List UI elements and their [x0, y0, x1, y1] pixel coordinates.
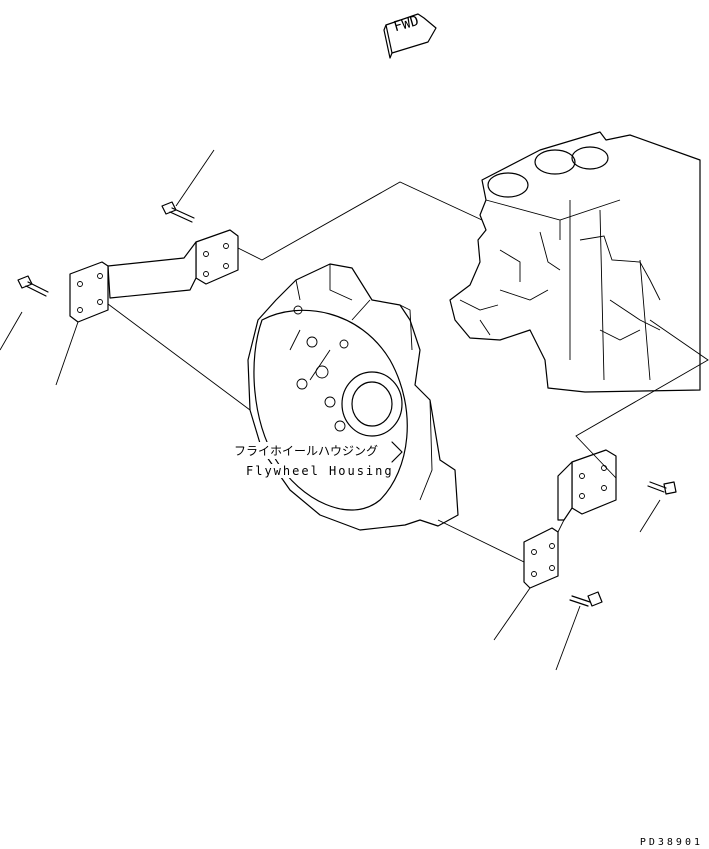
bolt-left: [17, 275, 49, 297]
leader-lines: [0, 149, 661, 671]
assembly-lines: [107, 181, 709, 563]
bolt-lower: [569, 591, 603, 607]
bolt-right: [647, 481, 677, 495]
fwd-arrow-icon: [383, 13, 437, 59]
engine-block: [449, 131, 701, 393]
part-name-english: Flywheel Housing: [246, 464, 394, 478]
bolt-upper-left: [161, 201, 195, 223]
left-bracket: [69, 229, 239, 323]
flywheel-housing: [247, 263, 459, 531]
drawing-id: PD38901: [639, 837, 703, 848]
right-bracket: [523, 449, 617, 589]
part-name-japanese: フライホイールハウジング: [234, 442, 379, 459]
